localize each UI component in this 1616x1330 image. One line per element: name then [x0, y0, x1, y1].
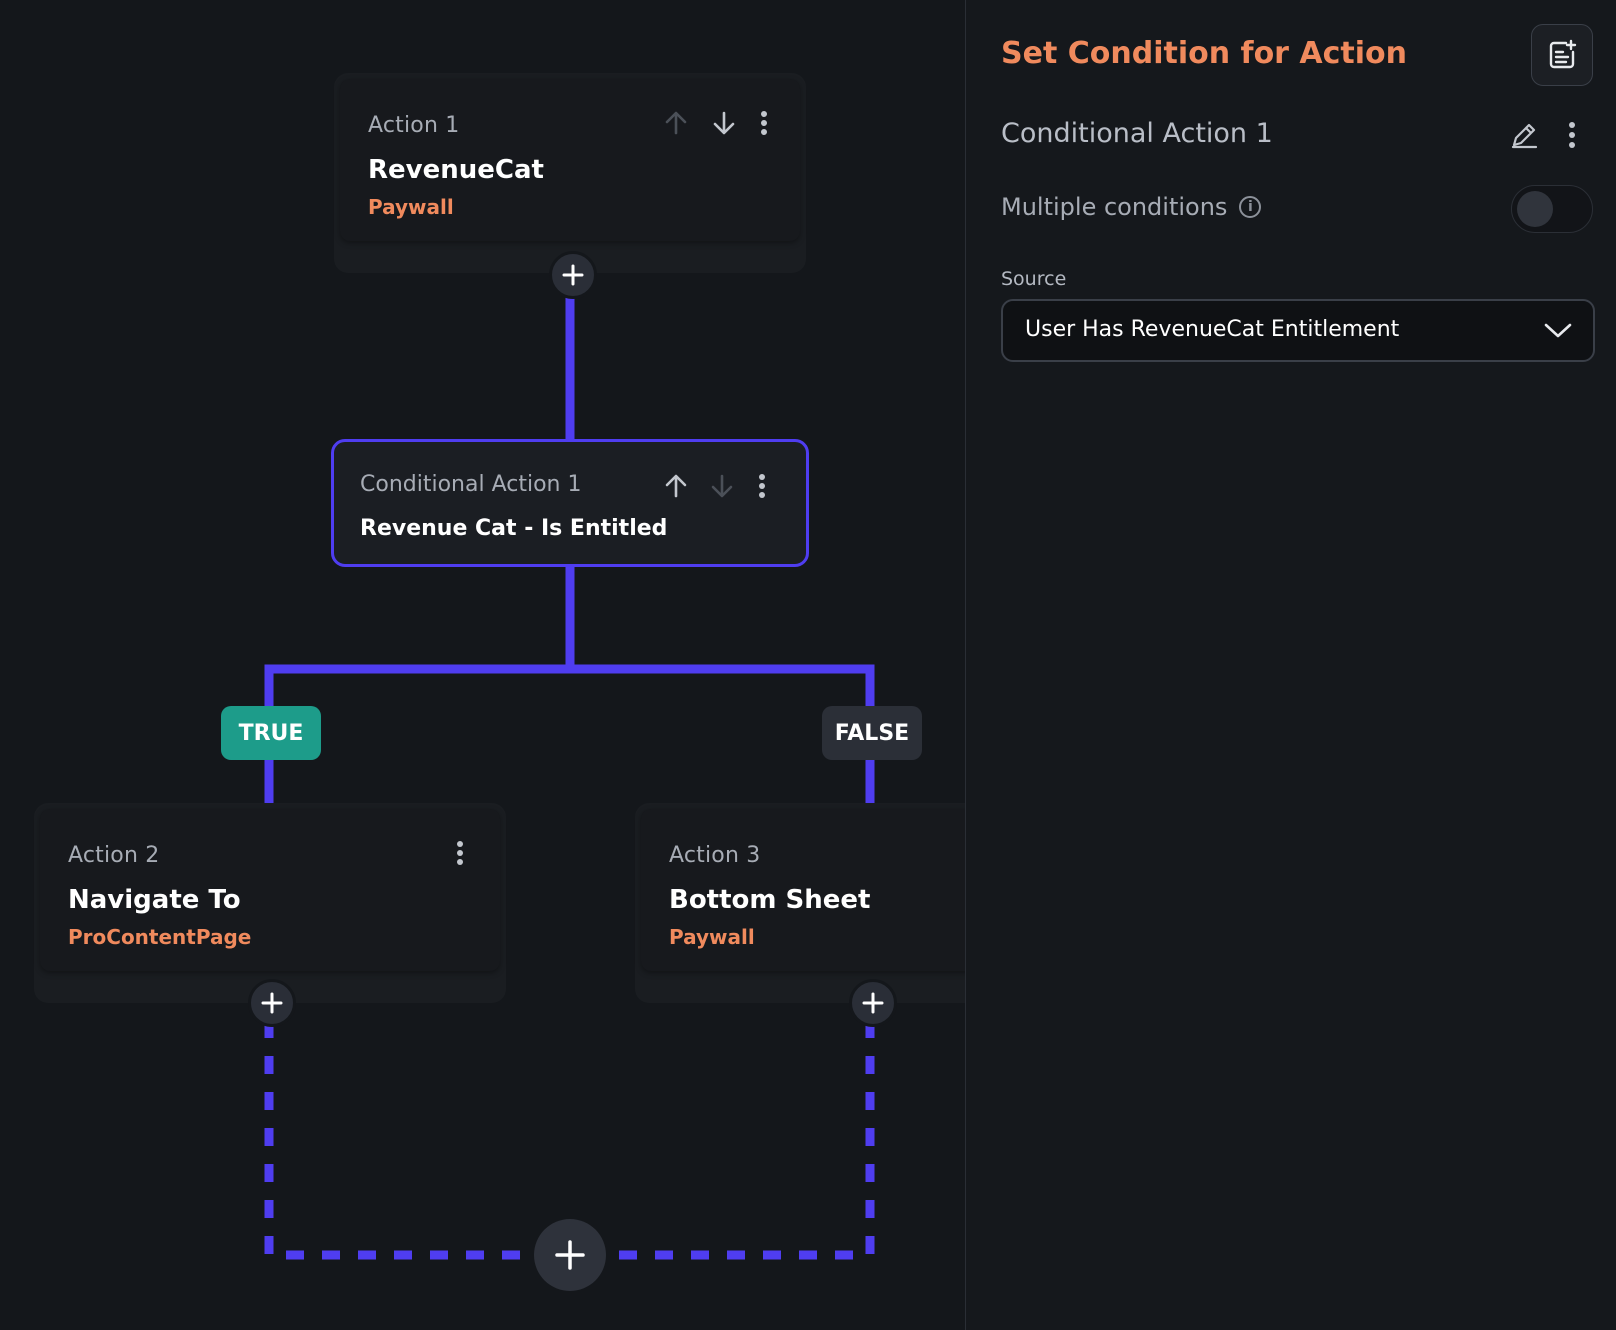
- action-card-subtitle: Paywall: [368, 195, 454, 219]
- multiple-conditions-label: Multiple conditions: [1001, 193, 1228, 221]
- plus-icon: [261, 992, 283, 1014]
- action-card-1-body: Action 1 RevenueCat Paywall: [340, 79, 800, 241]
- plus-icon: [562, 264, 584, 286]
- source-selected-value: User Has RevenueCat Entitlement: [1025, 317, 1400, 342]
- conditional-action-title: Revenue Cat - Is Entitled: [360, 516, 668, 541]
- action-flow-canvas: Action 1 RevenueCat Paywall Conditional …: [34, 73, 965, 1291]
- action-card-label: Action 3: [669, 843, 761, 868]
- add-action-button[interactable]: [849, 979, 897, 1027]
- action-card-label: Action 1: [368, 113, 460, 138]
- condition-panel: Set Condition for Action Conditional Act…: [965, 0, 1616, 1330]
- arrow-up-icon[interactable]: [658, 468, 694, 504]
- conditional-action-name: Conditional Action 1: [1001, 118, 1273, 149]
- action-card-1[interactable]: Action 1 RevenueCat Paywall: [334, 73, 806, 273]
- arrow-up-icon[interactable]: [658, 105, 694, 141]
- action-card-3[interactable]: Action 3 Bottom Sheet Paywall: [635, 803, 965, 1003]
- action-card-title: Navigate To: [68, 885, 241, 915]
- true-branch-badge: TRUE: [221, 706, 321, 760]
- action-card-title: Bottom Sheet: [669, 885, 871, 915]
- arrow-down-icon[interactable]: [706, 105, 742, 141]
- toggle-knob: [1517, 191, 1553, 227]
- notes-button[interactable]: [1531, 24, 1593, 86]
- arrow-down-icon[interactable]: [704, 468, 740, 504]
- more-vertical-icon[interactable]: [1554, 117, 1590, 153]
- multiple-conditions-row: Multiple conditions i: [1001, 193, 1262, 221]
- source-label: Source: [1001, 268, 1067, 290]
- more-vertical-icon[interactable]: [746, 105, 782, 141]
- false-branch-badge: FALSE: [822, 706, 922, 760]
- plus-icon: [862, 992, 884, 1014]
- info-icon[interactable]: i: [1239, 196, 1262, 218]
- action-card-title: RevenueCat: [368, 155, 544, 185]
- add-merge-action-button[interactable]: [534, 1219, 606, 1291]
- conditional-action-card[interactable]: Conditional Action 1 Revenue Cat - Is En…: [331, 439, 809, 567]
- action-card-2-body: Action 2 Navigate To ProContentPage: [40, 809, 500, 971]
- panel-title: Set Condition for Action: [1001, 36, 1408, 71]
- action-card-subtitle: ProContentPage: [68, 925, 252, 949]
- add-action-button[interactable]: [549, 251, 597, 299]
- source-dropdown[interactable]: User Has RevenueCat Entitlement: [1001, 299, 1595, 362]
- action-card-3-body: Action 3 Bottom Sheet Paywall: [641, 809, 965, 971]
- notes-add-icon: [1549, 39, 1577, 69]
- action-card-subtitle: Paywall: [669, 925, 755, 949]
- action-card-2[interactable]: Action 2 Navigate To ProContentPage: [34, 803, 506, 1003]
- chevron-down-icon: [1544, 323, 1572, 338]
- conditional-action-label: Conditional Action 1: [360, 472, 582, 497]
- edit-pencil-icon[interactable]: [1506, 117, 1542, 153]
- more-vertical-icon[interactable]: [442, 835, 478, 871]
- multiple-conditions-toggle[interactable]: [1511, 185, 1593, 233]
- more-vertical-icon[interactable]: [744, 468, 780, 504]
- action-card-label: Action 2: [68, 843, 160, 868]
- add-action-button[interactable]: [248, 979, 296, 1027]
- plus-icon: [555, 1240, 585, 1270]
